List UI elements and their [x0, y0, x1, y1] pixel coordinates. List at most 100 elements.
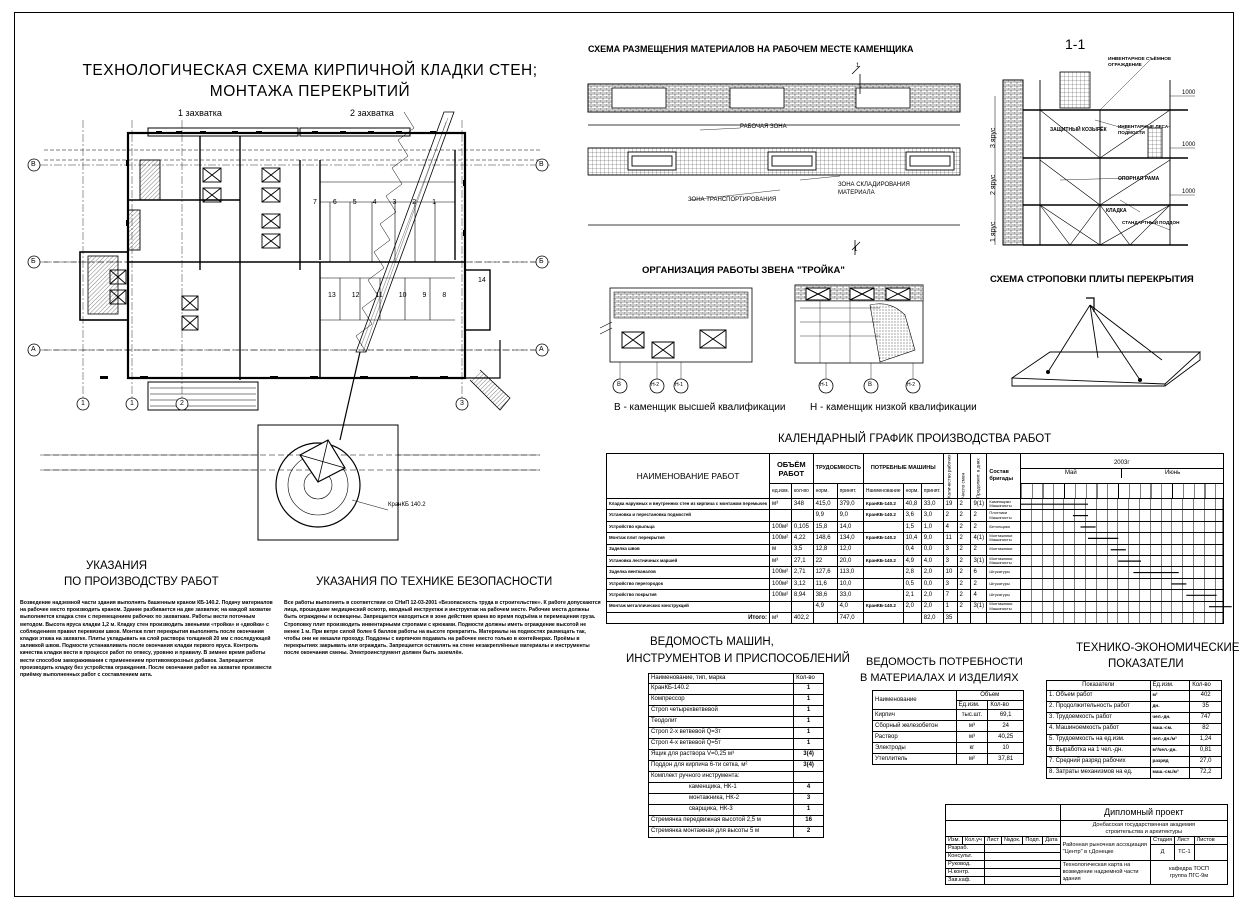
tep-row: 6. Выработка на 1 чел.-дн.м³/чел.-дн.0,8…: [1046, 744, 1222, 757]
cal-qty: 402,2: [790, 611, 814, 625]
frame-label: ОПОРНАЯ РАМА: [1118, 176, 1160, 182]
cal-mach-norm: 1,5: [902, 520, 922, 534]
fence-label: ИНВЕНТАРНОЕ СЪЁМНОЕ ОГРАЖДЕНИЕ: [1108, 57, 1172, 68]
support-label: СТАНДАРТНЫЙ ПОДДОН: [1122, 220, 1180, 225]
cal-labor-plan: 14,0: [836, 520, 864, 534]
cal-months: Май Июнь: [1021, 469, 1223, 478]
dim-2: 1000: [1182, 142, 1196, 148]
cal-month-1: Май: [1021, 469, 1123, 478]
troika-mark-l1: В: [617, 382, 622, 388]
cal-brigade: Монтажники Машинисты: [986, 600, 1021, 613]
cal-mach-norm: 0,5: [902, 577, 922, 591]
cal-labor-plan: 113,0: [836, 566, 864, 579]
cal-year: 2003г: [1020, 459, 1223, 469]
building-plan: [27, 111, 550, 541]
transport-zone-label: ЗОНА ТРАНСПОРТИРОВАНИЯ: [688, 197, 777, 203]
cal-h-labor-plan: принят.: [836, 483, 864, 499]
matlist-title-2: В МАТЕРИАЛАХ И ИЗДЕЛИЯХ: [860, 672, 1019, 684]
cal-shifts: 2: [956, 554, 972, 568]
cal-labor-plan: 10,0: [836, 577, 864, 591]
cal-work-name: Установка и перестановка подмостей: [605, 509, 771, 522]
cal-labor-plan: 33,0: [836, 589, 864, 602]
cal-brigade: Монтажники Машинисты: [986, 532, 1021, 545]
cal-labor-plan: 134,0: [836, 532, 864, 545]
cal-brigade: Каменщики Машинисты: [986, 497, 1021, 511]
tep-unit: маш.-см./м³: [1149, 766, 1191, 779]
cal-brigade: [986, 611, 1021, 625]
cal-work-name: Заделка вентканалов: [605, 566, 771, 579]
cal-h-timeline: 2003г Май Июнь: [1019, 453, 1224, 484]
cal-duration: 3(1): [970, 600, 988, 613]
axis-label-a-left: А: [31, 346, 36, 353]
axis-num-1b: 1: [130, 400, 134, 407]
cut-mark-bottom: 1: [854, 247, 858, 253]
troika-mark-r3: Н-2: [907, 382, 916, 388]
cal-brigade: Штукатуры: [986, 589, 1021, 602]
section-1-1: [994, 59, 1195, 246]
troika-scheme: [599, 284, 924, 394]
safety-text: Все работы выполнять в соответствии со С…: [284, 600, 601, 657]
slinging-scheme: [1010, 297, 1202, 387]
storage-zone-label-2: МАТЕРИАЛА: [838, 190, 875, 196]
dim-1: 1000: [1182, 90, 1196, 96]
cal-mach-plan: 9,0: [920, 532, 944, 545]
title-block: Дипломный проект Донбасская государствен…: [945, 804, 1229, 885]
troika-mark-r1: Н-1: [820, 382, 829, 388]
cal-timeline-cell: [1019, 589, 1224, 602]
cal-labor-plan: 20,0: [836, 554, 864, 568]
cal-mach-plan: 1,0: [920, 520, 944, 534]
cal-mach-norm: 2,8: [902, 566, 922, 579]
cal-workers: 11: [942, 532, 958, 545]
cal-mach-norm: 0,4: [902, 543, 922, 556]
cal-labor-norm: 22: [812, 554, 838, 568]
cal-mach-plan: 2,0: [920, 589, 944, 602]
safety-title: УКАЗАНИЯ ПО ТЕХНИКЕ БЕЗОПАСНОСТИ: [316, 576, 553, 588]
zone2-label: 2 захватка: [350, 108, 394, 118]
cal-labor-plan: 747,0: [836, 611, 864, 625]
work-zone-label: РАБОЧАЯ ЗОНА: [740, 124, 787, 130]
cal-labor-norm: 12,8: [812, 543, 838, 556]
troika-mark-l2: Н-2: [651, 382, 660, 388]
cal-work-name: Монтаж плит перекрытия: [605, 532, 771, 545]
cal-unit: м: [769, 543, 792, 556]
cal-mach-norm: 2,0: [902, 600, 922, 613]
cal-brigade: Штукатуры: [986, 566, 1021, 579]
machine-row: Комплект ручного инструмента:: [647, 770, 824, 783]
cal-mach-norm: 2,1: [902, 589, 922, 602]
cal-timeline-cell: [1019, 611, 1224, 625]
cal-mach-norm: 3,6: [902, 509, 922, 522]
cal-timeline-cell: [1019, 509, 1224, 522]
cal-duration: 2: [970, 577, 988, 591]
cal-work-name: Устройство перегородок: [605, 577, 771, 591]
cal-timeline-cell: [1019, 520, 1224, 534]
cal-work-name: Устройство покрытия: [605, 589, 771, 602]
cal-work-name: Устройство крыльца: [605, 520, 771, 534]
cal-month-2: Июнь: [1164, 470, 1181, 476]
sheet-frame: [14, 12, 1234, 897]
cal-labor-plan: 12,0: [836, 543, 864, 556]
cal-unit: 100м²: [769, 532, 792, 545]
cal-timeline-cell: [1019, 577, 1224, 591]
cal-brigade: Бетонщики: [986, 520, 1021, 534]
cal-h-volume: ОБЪЁМ РАБОТ: [769, 453, 814, 484]
board-label: ЗАЩИТНЫЙ КОЗЫРЁК: [1050, 127, 1107, 133]
cal-mach-norm: [902, 611, 922, 625]
dim-3: 1000: [1182, 189, 1196, 195]
cal-work-name: Монтаж металлических конструкций: [605, 600, 771, 613]
cal-labor-plan: 4,0: [836, 600, 864, 613]
tep-title-1: ТЕХНИКО-ЭКОНОМИЧЕСКИЕ: [1076, 642, 1240, 654]
axis-num-2: 2: [180, 400, 184, 407]
section-title: 1-1: [1065, 36, 1086, 52]
